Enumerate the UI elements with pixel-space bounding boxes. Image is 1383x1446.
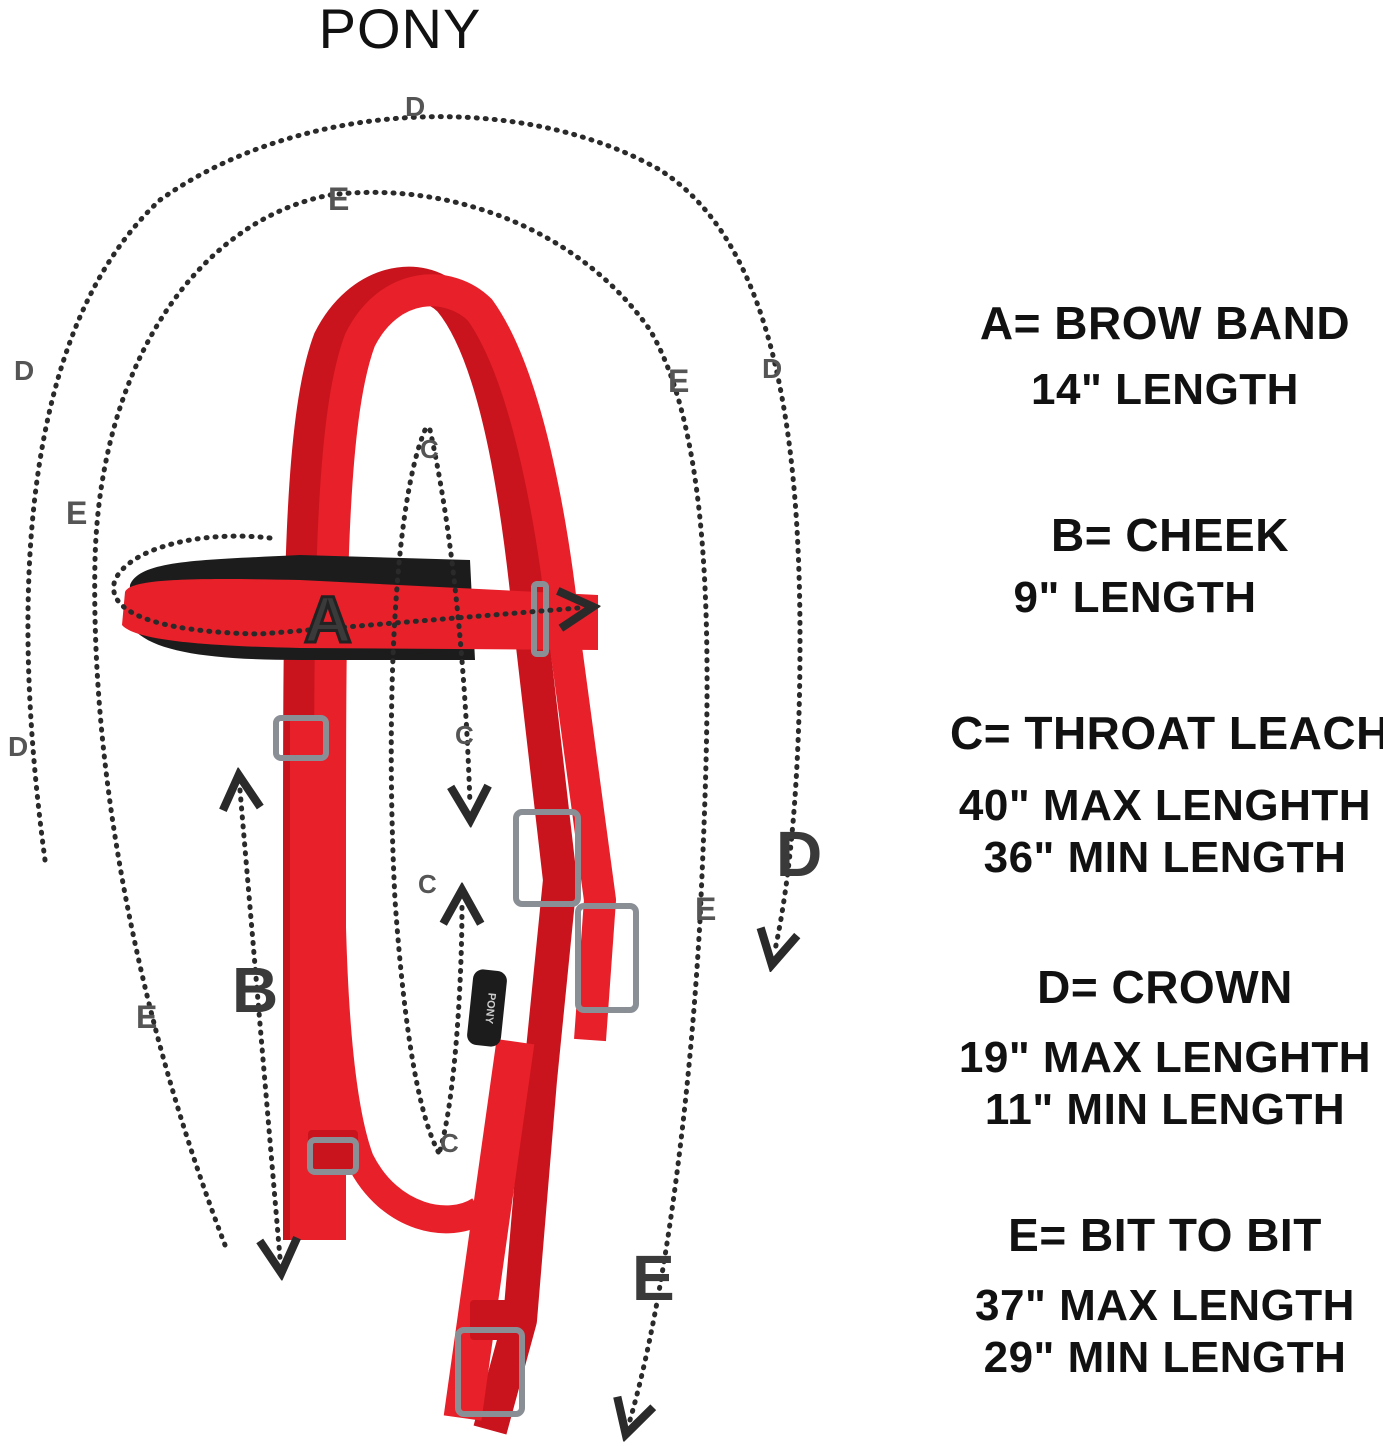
- buckle-icon: [455, 1327, 525, 1417]
- measure-line-c-upper: [427, 427, 470, 805]
- brow-band: [122, 579, 598, 650]
- label-c-small: C: [420, 434, 439, 464]
- spec-heading: D= CROWN: [1037, 961, 1293, 1013]
- spec-value: 9" LENGTH: [1013, 573, 1257, 622]
- spec-value: 29" MIN LENGTH: [983, 1333, 1347, 1382]
- label-b: B: [232, 954, 278, 1026]
- label-e-big: E: [632, 1242, 675, 1314]
- buckle-icon: [307, 1137, 359, 1175]
- bridle-straps: [122, 266, 616, 1435]
- measure-line-a: [111, 533, 578, 637]
- label-e-small: E: [668, 363, 689, 399]
- label-d-small: D: [405, 91, 425, 122]
- label-c-small: C: [418, 869, 437, 899]
- bit-strap: [443, 1039, 535, 1421]
- measure-line-c-lower: [437, 905, 462, 1153]
- buckle-icon: [513, 809, 581, 907]
- label-e-small: E: [328, 181, 349, 217]
- spec-heading: C= THROAT LEACH: [950, 707, 1383, 759]
- pony-keeper-tag: PONY: [467, 969, 507, 1047]
- spec-value: 11" MIN LENGTH: [984, 1085, 1346, 1134]
- measure-line-d: [25, 114, 803, 950]
- spec-value: 14" LENGTH: [1031, 365, 1299, 414]
- spec-crown: D= CROWN 19" MAX LENGHTH 11" MIN LENGTH: [950, 960, 1380, 1136]
- measure-line-b: [240, 790, 280, 1258]
- measure-line-c-loop: [388, 427, 443, 1158]
- spec-heading: A= BROW BAND: [979, 297, 1351, 349]
- label-d-small: D: [8, 731, 28, 762]
- label-e-small: E: [695, 891, 716, 927]
- buckle-icon: [531, 581, 549, 657]
- spec-cheek: B= CHEEK 9" LENGTH: [990, 508, 1350, 624]
- spec-value: 37" MAX LENGTH: [975, 1281, 1355, 1330]
- label-e-small: E: [66, 495, 87, 531]
- label-d-big: D: [776, 818, 822, 890]
- label-a: A: [304, 582, 352, 656]
- diagram-labels: A B D E D D D D E E E E E C C C C: [8, 91, 822, 1314]
- spec-throat-latch: C= THROAT LEACH 40" MAX LENGHTH 36" MIN …: [950, 706, 1383, 884]
- throat-latch-strap: [316, 699, 488, 1234]
- spec-value: 19" MAX LENGHTH: [958, 1033, 1372, 1082]
- cheek-keeper: [308, 1130, 358, 1170]
- page-title: PONY: [318, 0, 482, 60]
- keeper-text: PONY: [482, 992, 497, 1025]
- label-c-small: C: [440, 1128, 459, 1158]
- spec-value: 36" MIN LENGTH: [983, 833, 1347, 882]
- label-c-small: C: [455, 720, 474, 750]
- buckle-icon: [273, 715, 329, 761]
- label-d-small: D: [762, 353, 782, 384]
- spec-brow-band: A= BROW BAND 14" LENGTH: [960, 296, 1370, 416]
- buckles: [273, 581, 639, 1417]
- spec-value: 40" MAX LENGHTH: [958, 781, 1372, 830]
- buckle-icon: [575, 903, 639, 1013]
- label-d-small: D: [14, 355, 34, 386]
- label-e-small: E: [136, 999, 157, 1035]
- spec-bit-to-bit: E= BIT TO BIT 37" MAX LENGTH 29" MIN LEN…: [950, 1208, 1380, 1384]
- spec-heading: B= CHEEK: [1051, 509, 1289, 561]
- measure-line-e: [92, 189, 710, 1420]
- bit-keeper: [470, 1300, 520, 1340]
- spec-heading: E= BIT TO BIT: [1008, 1209, 1322, 1261]
